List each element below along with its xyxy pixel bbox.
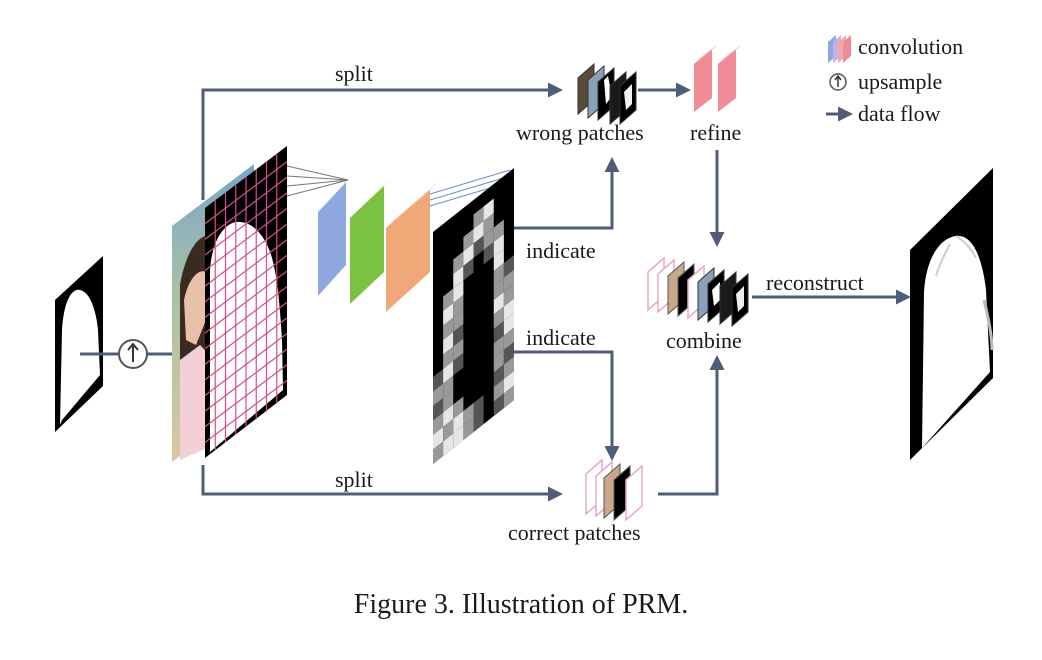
label-correct-patches: correct patches — [508, 520, 641, 545]
receptive-field-lines — [286, 165, 349, 197]
combined-patches-stack — [647, 256, 749, 328]
label-reconstruct: reconstruct — [766, 270, 864, 295]
upsample-legend-icon — [829, 73, 847, 91]
label-combine: combine — [666, 328, 742, 353]
patch-grid — [204, 153, 288, 451]
convolution-icon — [828, 35, 851, 63]
label-refine: refine — [690, 120, 741, 145]
upsample-icon — [118, 339, 148, 369]
flow-split-top — [201, 82, 563, 200]
flow-indicate-top — [514, 157, 620, 230]
error-map — [433, 168, 514, 464]
legend-upsample: upsample — [858, 69, 942, 94]
output-alpha-matte — [910, 168, 994, 460]
refine-conv-blocks — [694, 44, 742, 112]
label-wrong-patches: wrong patches — [516, 120, 644, 145]
legend-convolution: convolution — [858, 34, 963, 59]
label-split-top: split — [335, 61, 373, 86]
label-indicate-top: indicate — [526, 238, 596, 263]
figure-caption: Figure 3. Illustration of PRM. — [354, 589, 688, 620]
error-map-patches — [433, 198, 514, 464]
correct-patches-stack — [585, 458, 643, 522]
flow-correct-to-combine — [658, 355, 725, 496]
legend-data-flow: data flow — [858, 101, 941, 126]
conv-block-green — [350, 178, 392, 304]
label-indicate-bottom: indicate — [526, 325, 596, 350]
gridded-alpha — [204, 146, 288, 458]
flow-split-bottom — [201, 465, 563, 502]
label-split-bottom: split — [335, 467, 373, 492]
flow-indicate-bottom — [514, 350, 620, 461]
wrong-patches-stack — [577, 62, 637, 126]
legend: convolution upsample data flow — [826, 34, 963, 126]
input-alpha-matte — [55, 256, 103, 432]
conv-block-orange — [386, 182, 438, 312]
conv-block-blue — [318, 174, 354, 296]
